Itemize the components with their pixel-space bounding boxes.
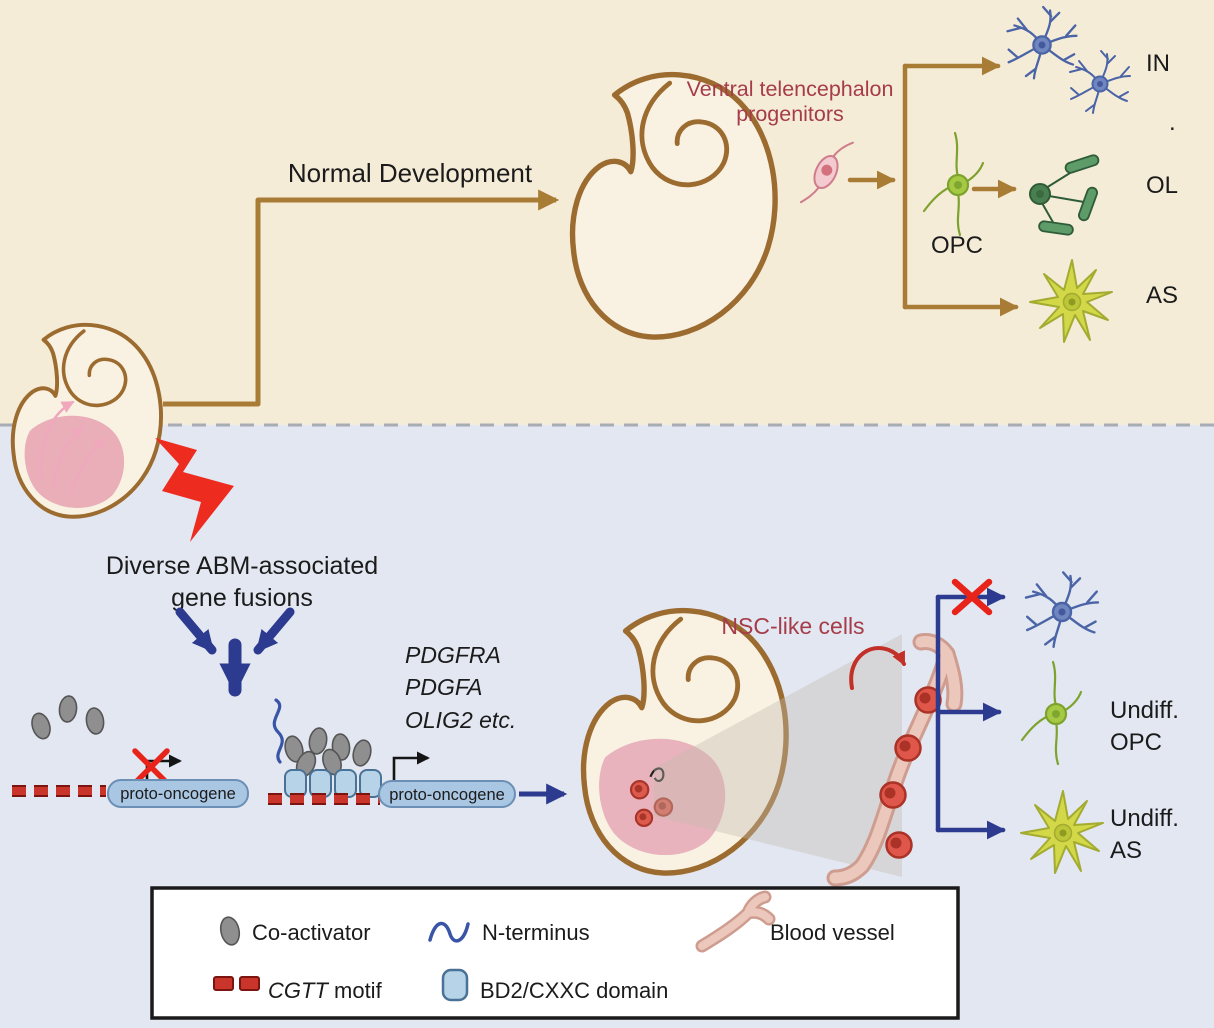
ventral-progenitors-label-line2: progenitors	[736, 102, 844, 126]
n-terminus-squiggle	[272, 698, 284, 764]
red-x-blocked-differentiation	[951, 578, 993, 616]
target-gene-olig2: OLIG2 etc.	[405, 707, 516, 733]
embryonic-brain-ventral-zone	[24, 400, 125, 508]
legend-bd2-label: BD2/CXXC domain	[480, 978, 668, 1003]
self-renewal-arrow	[849, 646, 906, 690]
normal-development-arrow	[163, 189, 560, 407]
progenitor-cell	[799, 141, 854, 204]
target-gene-pdgfa: PDGFA	[405, 674, 483, 700]
embryonic-brain	[10, 322, 163, 519]
ventral-progenitors-label-line1: Ventral telencephalon	[687, 77, 894, 101]
proto-oncogene-box-right	[378, 780, 516, 808]
legend-coactivator-label: Co-activator	[252, 920, 371, 945]
legend-bd2-icon	[441, 968, 469, 1002]
red-x-silenced-gene	[132, 748, 170, 786]
tumor-region	[599, 738, 726, 856]
bd2-cxxc-domains	[284, 769, 382, 798]
legend-cgtt-label: CGTT motif	[268, 978, 383, 1003]
progenitor-nucleus	[821, 164, 833, 176]
lightning-bolt-icon	[155, 438, 234, 542]
proto-oncogene-label-left: proto-oncogene	[120, 785, 236, 803]
interneuron-label: IN	[1146, 50, 1170, 77]
differentiation-branch-arrows	[935, 587, 1006, 840]
target-gene-pdgfra: PDGFRA	[405, 642, 501, 668]
legend-cgtt-gene-text: CGTT	[268, 978, 329, 1003]
legend-cgtt-rest-text: motif	[328, 978, 383, 1003]
proto-oncogene-box-left	[107, 779, 249, 808]
legend-coactivator-icon	[219, 916, 241, 946]
coactivator-ovals-free	[31, 695, 105, 740]
oligodendrocyte-label: OL	[1146, 172, 1178, 199]
stray-period: .	[1169, 109, 1176, 136]
magnification-wedge	[654, 634, 902, 877]
lineage-branch-arrows	[847, 56, 1019, 317]
legend-nterminus-icon	[428, 921, 470, 943]
undiff-opc-label-line2: OPC	[1110, 729, 1162, 756]
undiff-opc-label-line1: Undiff.	[1110, 697, 1179, 724]
undiff-as-label-line1: Undiff.	[1110, 805, 1179, 832]
proto-oncogene-label-right: proto-oncogene	[389, 786, 505, 804]
migration-arrows	[39, 400, 106, 494]
gene-fusion-label-line1: Diverse ABM-associated	[106, 552, 378, 580]
coactivator-ovals-recruited	[284, 727, 372, 778]
astrocyte-label: AS	[1146, 282, 1178, 309]
undiff-as-label-line2: AS	[1110, 837, 1142, 864]
legend-nterminus-label: N-terminus	[482, 920, 590, 945]
normal-development-label: Normal Development	[288, 158, 533, 188]
legend-cgtt-icon	[213, 976, 260, 991]
nsc-like-cells	[879, 686, 942, 859]
opc-label: OPC	[931, 232, 983, 259]
fusion-converging-arrows	[175, 607, 295, 697]
tumor-brain	[584, 611, 787, 873]
nsc-like-cells-label: NSC-like cells	[721, 613, 864, 639]
legend-box	[150, 886, 960, 1020]
tss-arrow-active	[392, 751, 430, 780]
legend-bloodvessel-label: Blood vessel	[770, 920, 895, 945]
tumor-cells	[629, 780, 674, 828]
tumor-mark	[649, 767, 665, 783]
gene-fusion-label-line2: gene fusions	[171, 584, 313, 612]
